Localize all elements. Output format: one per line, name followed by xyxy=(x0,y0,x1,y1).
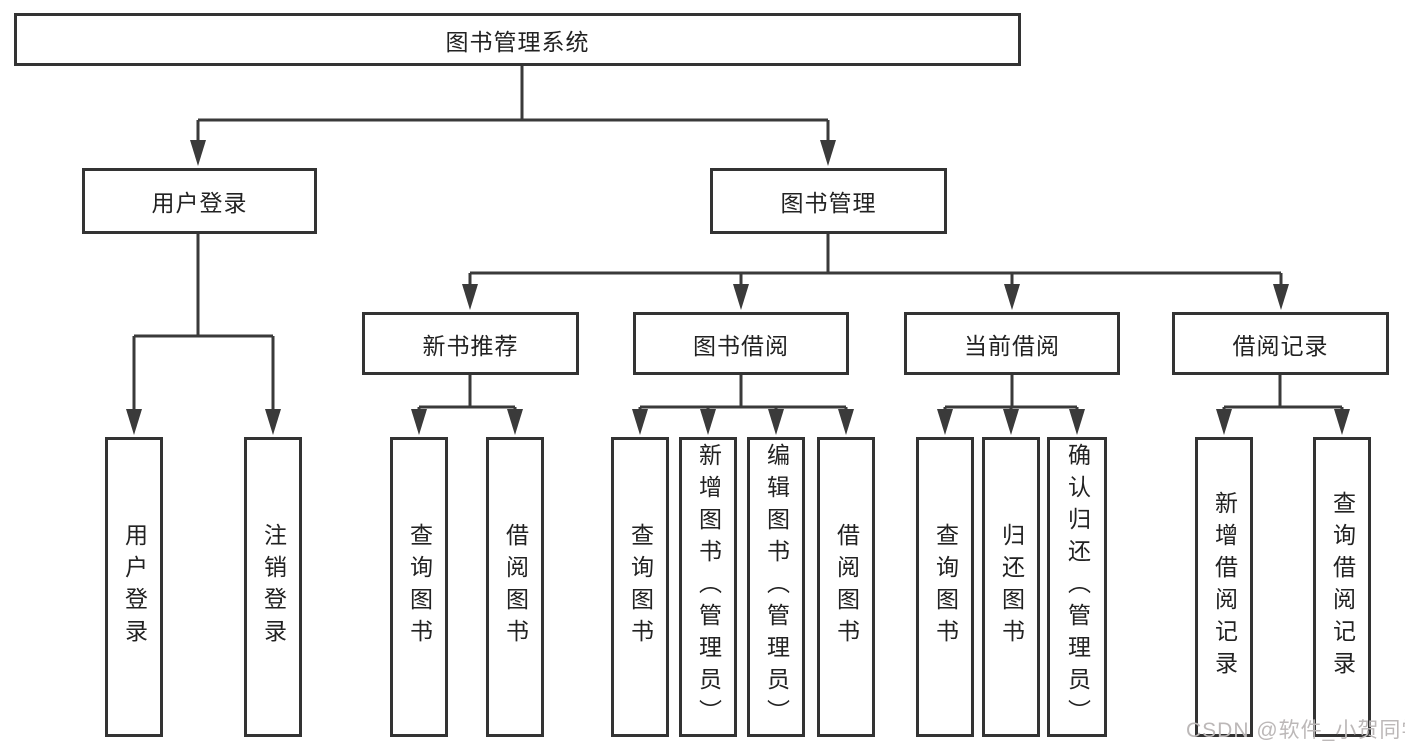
arrowhead xyxy=(190,140,206,166)
leaf-query-book-node: 查询图书 xyxy=(611,437,669,737)
section-borrow-record-connectors xyxy=(1216,375,1350,435)
arrowhead xyxy=(768,409,784,435)
section-new-book-connectors xyxy=(411,375,523,435)
arrowhead xyxy=(507,409,523,435)
leaf-query-book-node: 查询图书 xyxy=(390,437,448,737)
leaf-logout-node: 注销登录 xyxy=(244,437,302,737)
arrowhead xyxy=(1003,409,1019,435)
leaf-query-borrow-record-node: 查询借阅记录 xyxy=(1313,437,1371,737)
arrowhead xyxy=(937,409,953,435)
arrowhead xyxy=(411,409,427,435)
arrowhead xyxy=(838,409,854,435)
leaf-return-book-node: 归还图书 xyxy=(982,437,1040,737)
section-current-borrow-node: 当前借阅 xyxy=(904,312,1120,375)
branch-book-management-node: 图书管理 xyxy=(710,168,947,234)
arrowhead xyxy=(820,140,836,166)
arrowhead xyxy=(1069,409,1085,435)
section-book-borrow-connectors xyxy=(632,375,854,435)
leaf-borrow-book-node: 借阅图书 xyxy=(486,437,544,737)
root-node: 图书管理系统 xyxy=(14,13,1021,66)
leaf-add-book-admin-node: 新增图书（管理员） xyxy=(679,437,737,737)
arrowhead xyxy=(1273,284,1289,310)
arrowhead xyxy=(700,409,716,435)
section-book-borrow-node: 图书借阅 xyxy=(633,312,849,375)
root-connectors xyxy=(190,66,836,166)
arrowhead xyxy=(265,409,281,435)
book-branch-connectors xyxy=(462,234,1289,310)
section-borrow-record-node: 借阅记录 xyxy=(1172,312,1389,375)
arrowhead xyxy=(1334,409,1350,435)
arrowhead xyxy=(733,284,749,310)
leaf-user-login-node: 用户登录 xyxy=(105,437,163,737)
arrowhead xyxy=(1004,284,1020,310)
arrowhead xyxy=(126,409,142,435)
section-new-book-node: 新书推荐 xyxy=(362,312,579,375)
leaf-edit-book-admin-node: 编辑图书（管理员） xyxy=(747,437,805,737)
csdn-watermark: CSDN @软件_小贺同学 xyxy=(1186,719,1405,742)
leaf-confirm-return-admin-node: 确认归还（管理员） xyxy=(1047,437,1107,737)
leaf-query-book-node: 查询图书 xyxy=(916,437,974,737)
user-branch-connectors xyxy=(126,234,281,435)
leaf-add-borrow-record-node: 新增借阅记录 xyxy=(1195,437,1253,737)
section-current-borrow-connectors xyxy=(937,375,1085,435)
arrowhead xyxy=(462,284,478,310)
leaf-borrow-book-node: 借阅图书 xyxy=(817,437,875,737)
arrowhead xyxy=(1216,409,1232,435)
branch-user-login-node: 用户登录 xyxy=(82,168,317,234)
arrowhead xyxy=(632,409,648,435)
